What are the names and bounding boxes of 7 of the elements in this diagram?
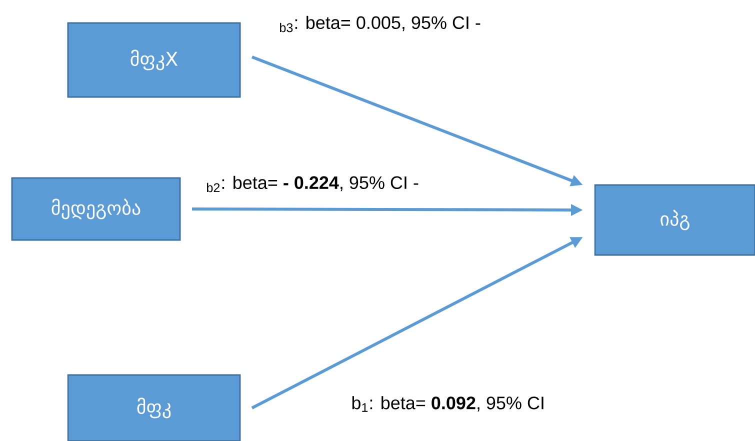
edge-label: $_{b3}$: beta= 0.005, 95% CI - [278,14,482,34]
process-box: მფკX [67,22,241,98]
process-box: იპგ [594,184,755,256]
process-box: მედეგობა [11,177,181,241]
process-box: მფკ [67,374,241,441]
edge-label: b$_{1}$: beta= 0.092, 95% CI [350,395,546,413]
edge-label: $_{b2}$: beta= - 0.224, 95% CI - [205,174,420,194]
